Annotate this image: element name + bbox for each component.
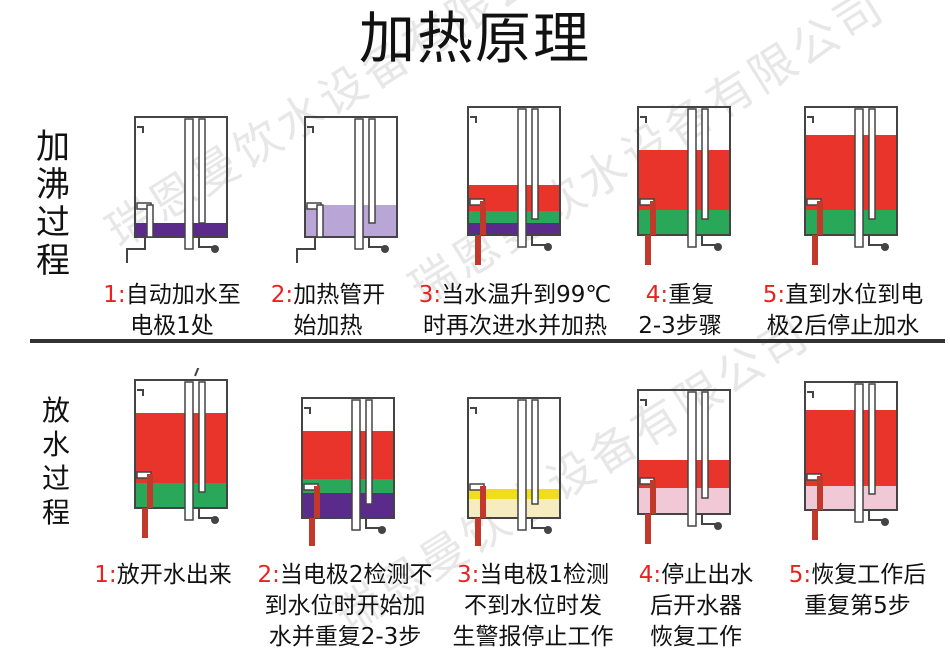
- step-text: 极2后停止加水: [766, 313, 920, 339]
- step-number: 4:: [645, 282, 669, 308]
- step-text: 2-3步骤: [638, 313, 722, 339]
- section-label-char: 放: [41, 394, 70, 427]
- boiling-step-caption: 4:重复 2-3步骤: [625, 280, 735, 342]
- tank-diagram: [134, 368, 228, 538]
- tank-diagram: [126, 116, 228, 263]
- step-text: 后开水器: [650, 593, 742, 619]
- step-text: 加热管开: [293, 282, 386, 308]
- tank-diagram: [804, 381, 898, 540]
- section-label-char: 水: [41, 428, 70, 461]
- boiling-step-caption: 5:直到水位到电 极2后停止加水: [748, 280, 938, 342]
- step-text: 水并重复2-3步: [268, 624, 422, 650]
- tank-diagram: [637, 106, 731, 265]
- section-label-char: 加: [36, 127, 70, 167]
- step-text: 始加热: [293, 313, 363, 339]
- draining-step-caption: 3:当电极1检测 不到水位时发 生警报停止工作: [442, 560, 624, 653]
- step-text: 不到水位时发: [464, 593, 602, 619]
- section-divider: [30, 339, 945, 343]
- step-text: 停止出水: [661, 562, 754, 588]
- step-text: 恢复工作: [650, 624, 742, 650]
- step-number: 2:: [257, 562, 280, 588]
- tank-diagram: [804, 106, 898, 265]
- step-text: 直到水位到电: [785, 282, 924, 308]
- step-number: 4:: [638, 562, 662, 588]
- step-text: 生警报停止工作: [452, 624, 614, 650]
- section-label-char: 沸: [36, 165, 70, 205]
- section-label-char: 过: [41, 462, 70, 495]
- step-number: 1:: [103, 282, 126, 308]
- step-number: 1:: [94, 562, 117, 588]
- step-number: 3:: [456, 562, 480, 588]
- draining-step-caption: 4:停止出水 后开水器 恢复工作: [626, 560, 766, 653]
- step-text: 当电极2检测不: [279, 562, 433, 588]
- step-number: 3:: [418, 282, 442, 308]
- step-number: 5:: [762, 282, 786, 308]
- step-text: 恢复工作后: [811, 562, 927, 588]
- step-text: 重复: [668, 282, 715, 308]
- tank-diagram: [637, 389, 731, 544]
- tank-diagram: [467, 397, 561, 546]
- step-text: 放开水出来: [116, 562, 232, 588]
- tank-diagram: [467, 106, 561, 265]
- step-text: 当水温升到99℃: [441, 282, 612, 308]
- draining-step-caption: 5:恢复工作后 重复第5步: [775, 560, 940, 622]
- step-number: 2:: [270, 282, 294, 308]
- draining-step-caption: 1:放开水出来: [78, 560, 248, 591]
- page-title: 加热原理: [359, 7, 591, 72]
- tank-diagram: [296, 116, 398, 263]
- step-text: 重复第5步: [804, 593, 911, 619]
- draining-step-caption: 2:当电极2检测不 到水位时开始加 水并重复2-3步: [250, 560, 440, 653]
- section-label-char: 程: [36, 241, 70, 281]
- section-label-char: 过: [36, 203, 70, 243]
- boiling-step-caption: 3:当水温升到99℃ 时再次进水并加热: [410, 280, 620, 342]
- step-text: 当电极1检测: [479, 562, 610, 588]
- section-label-draining: 放 水 过 程: [34, 394, 78, 530]
- step-text: 自动加水至: [125, 282, 241, 308]
- section-label-boiling: 加 沸 过 程: [31, 128, 75, 280]
- boiling-step-caption: 2:加热管开 始加热: [258, 280, 398, 342]
- step-text: 时再次进水并加热: [423, 313, 607, 339]
- step-text: 到水位时开始加: [264, 593, 426, 619]
- tank-diagram: [301, 397, 395, 546]
- boiling-step-caption: 1:自动加水至 电极1处: [92, 280, 252, 342]
- step-text: 电极1处: [130, 313, 214, 339]
- section-label-char: 程: [41, 496, 70, 529]
- step-number: 5:: [788, 562, 812, 588]
